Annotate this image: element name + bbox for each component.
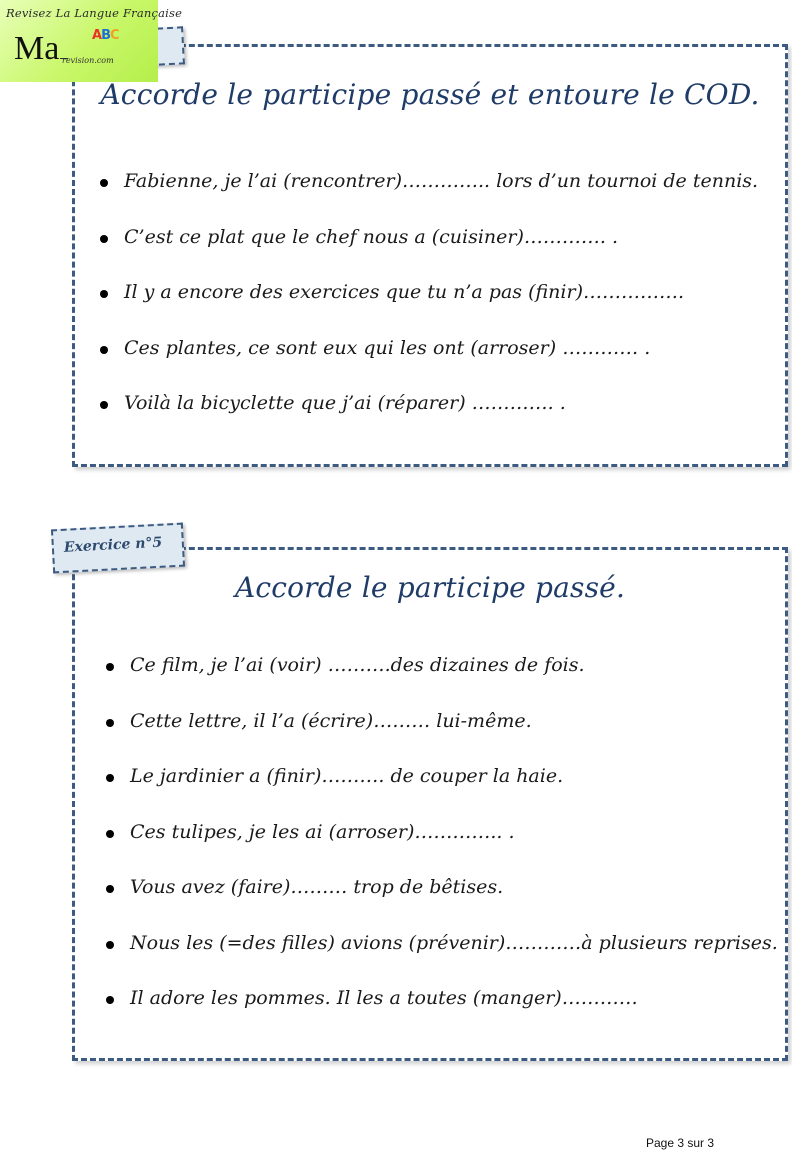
item-text: Le jardinier a (finir)………. de couper la …	[130, 765, 564, 787]
bullet-icon	[106, 829, 114, 838]
list-item: Vous avez (faire)……… trop de bêtises.	[106, 876, 778, 932]
list-item: Ces plantes, ce sont eux qui les ont (ar…	[100, 337, 758, 393]
site-logo: Revisez La Langue Française Ma ABC revis…	[0, 0, 182, 82]
exercise-5-badge: Exercice n°5	[50, 522, 186, 574]
list-item: Ces tulipes, je les ai (arroser)………….. .	[106, 821, 778, 877]
bullet-icon	[106, 718, 114, 727]
bullet-icon	[100, 345, 108, 354]
logo-ma-text: Ma	[14, 30, 60, 67]
logo-abc-text: ABC	[92, 28, 119, 43]
exercise-5-box	[72, 547, 788, 1061]
logo-top-text: Revisez La Langue Française	[6, 6, 183, 20]
item-text: Il adore les pommes. Il les a toutes (ma…	[130, 987, 638, 1009]
logo-sub-text: revision.com	[62, 56, 114, 65]
bullet-icon	[106, 885, 114, 893]
item-text: Ces tulipes, je les ai (arroser)………….. .	[130, 820, 515, 843]
item-text: Fabienne, je l’ai (rencontrer)………….. lor…	[124, 170, 759, 192]
item-text: Voilà la bicyclette que j’ai (réparer) ……	[124, 392, 566, 414]
bullet-icon	[100, 290, 108, 298]
item-text: Nous les (=des filles) avions (prévenir)…	[130, 931, 778, 954]
item-text: Cette lettre, il l’a (écrire)……… lui-mêm…	[130, 709, 532, 732]
list-item: Le jardinier a (finir)………. de couper la …	[106, 765, 778, 821]
logo-sub-line	[60, 58, 68, 59]
bullet-icon	[106, 774, 114, 782]
item-text: Ces plantes, ce sont eux qui les ont (ar…	[124, 336, 651, 359]
list-item: Il adore les pommes. Il les a toutes (ma…	[106, 987, 778, 1043]
bullet-icon	[100, 401, 108, 409]
bullet-icon	[106, 996, 114, 1004]
exercise-5-title: Accorde le participe passé.	[234, 571, 626, 604]
list-item: Cette lettre, il l’a (écrire)……… lui-mêm…	[106, 710, 778, 766]
exercise-5-list: Ce film, je l’ai (voir) ……….des dizaines…	[106, 654, 778, 1043]
list-item: Il y a encore des exercices que tu n’a p…	[100, 281, 758, 337]
exercise-4-list: Fabienne, je l’ai (rencontrer)………….. lor…	[100, 170, 758, 448]
list-item: Voilà la bicyclette que j’ai (réparer) ……	[100, 392, 758, 448]
item-text: Il y a encore des exercices que tu n’a p…	[124, 281, 685, 303]
bullet-icon	[100, 179, 108, 187]
exercise-4-box	[72, 44, 788, 467]
item-text: C’est ce plat que le chef nous a (cuisin…	[124, 225, 619, 248]
list-item: Ce film, je l’ai (voir) ……….des dizaines…	[106, 654, 778, 710]
list-item: C’est ce plat que le chef nous a (cuisin…	[100, 226, 758, 282]
item-text: Vous avez (faire)……… trop de bêtises.	[130, 876, 504, 898]
bullet-icon	[100, 234, 108, 243]
bullet-icon	[106, 940, 114, 949]
list-item: Fabienne, je l’ai (rencontrer)………….. lor…	[100, 170, 758, 226]
bullet-icon	[106, 663, 114, 671]
list-item: Nous les (=des filles) avions (prévenir)…	[106, 932, 778, 988]
item-text: Ce film, je l’ai (voir) ……….des dizaines…	[130, 654, 585, 676]
exercise-4-title: Accorde le participe passé et entoure le…	[100, 78, 760, 111]
page-number: Page 3 sur 3	[646, 1136, 715, 1150]
